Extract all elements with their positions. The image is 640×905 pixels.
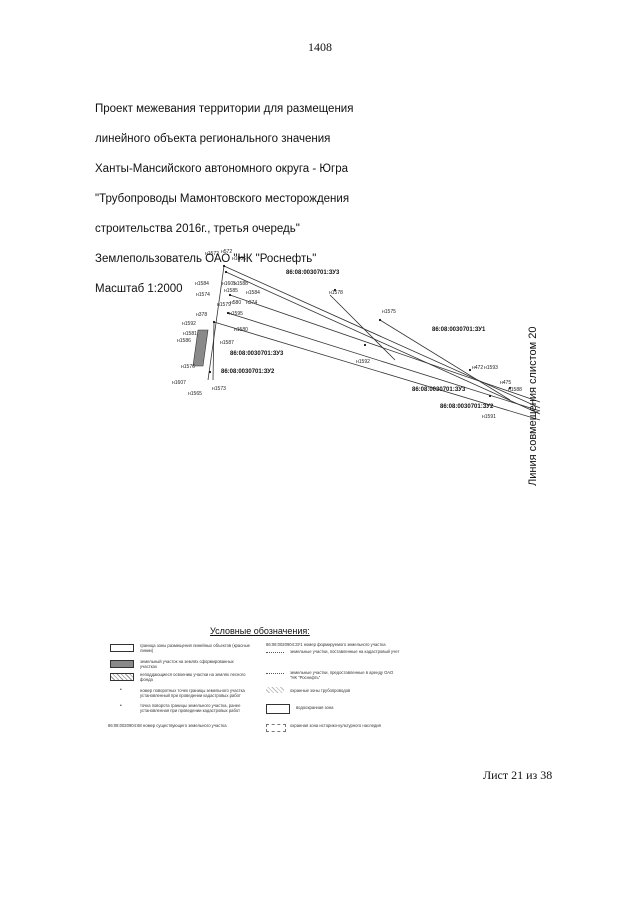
- point-label: н572: [221, 249, 232, 255]
- point-label: н1591: [482, 414, 496, 420]
- boundary-point: [333, 288, 337, 292]
- corridor-line-bottom: [213, 321, 541, 421]
- point-label: н1588: [234, 281, 248, 287]
- point-labels: н1572 н572 н1606 н1584 н1605 н1588 н1585…: [172, 249, 522, 420]
- point-label: н1587: [220, 340, 234, 346]
- corridor-line-diag-2: [379, 319, 511, 401]
- boundary-point: [222, 264, 226, 268]
- legend-swatch-registered: [266, 652, 284, 653]
- legend-swatch-zone: [110, 644, 134, 652]
- title-line: Масштаб 1:2000: [95, 283, 183, 295]
- legend-item: 86:08:0020904:ЗУ1 номер формируемого зем…: [266, 642, 386, 647]
- boundary-point: [488, 394, 492, 398]
- title-line: линейного объекта регионального значения: [95, 133, 331, 145]
- legend-item: 86:08:0020904:68 номер существующего зем…: [108, 723, 227, 728]
- legend-swatch-heritage-zone: [266, 724, 286, 732]
- legend-item: земельные участки, поставленные на кадас…: [290, 649, 400, 654]
- title-line: Проект межевания территории для размещен…: [95, 103, 354, 115]
- corridor-line-upper: [223, 265, 541, 409]
- title-line: "Трубопроводы Мамонтовского месторождени…: [95, 193, 350, 205]
- point-label: н1580: [234, 327, 248, 333]
- point-label: н1585: [224, 288, 238, 294]
- boundary-point: [208, 370, 212, 374]
- legend-item: водоохранная зона: [296, 705, 334, 710]
- legend-title: Условные обозначения:: [210, 626, 310, 636]
- project-title: Проект межевания территории для размещен…: [95, 87, 395, 312]
- point-label: н1588: [508, 387, 522, 393]
- boundary-point: [378, 318, 382, 322]
- legend-swatch-lease: [266, 673, 284, 674]
- corridor-line-diag: [329, 294, 396, 361]
- point-label: н374: [246, 300, 257, 306]
- point-label: н1574: [196, 292, 210, 298]
- point-label: н1607: [172, 380, 186, 386]
- legend-item: охранные зоны трубопроводов: [290, 688, 351, 693]
- legend-item-symbol: •: [120, 703, 122, 709]
- boundary-point: [468, 368, 472, 372]
- corridor-line-left-2: [212, 321, 215, 381]
- point-label: н1584: [195, 281, 209, 287]
- plot-label: 86:08:0030701:ЗУ3: [286, 270, 340, 276]
- boundary-point: [224, 270, 228, 274]
- legend: граница зоны размещения линейных объекто…: [108, 640, 428, 740]
- legend-swatch-plot: [110, 660, 134, 668]
- point-label: н1606: [232, 256, 246, 262]
- page-number: 1408: [308, 40, 332, 54]
- point-label: н472: [472, 365, 483, 371]
- legend-item-symbol: •: [120, 687, 122, 693]
- allotted-plot: [192, 329, 209, 367]
- corridor-line-lower: [227, 312, 541, 412]
- corridor-line-mid: [229, 294, 541, 403]
- boundary-point: [228, 293, 232, 297]
- point-label: н1581: [183, 331, 197, 337]
- legend-item: граница зоны размещения линейных объекто…: [140, 643, 250, 653]
- title-line: Ханты-Мансийского автономного округа - Ю…: [95, 163, 348, 175]
- legend-item: неподдающиеся освоению участки на землях…: [140, 672, 246, 682]
- legend-swatch-forest: [110, 673, 134, 681]
- point-label: н1579: [217, 302, 231, 308]
- point-label: н1572: [205, 251, 219, 257]
- plot-label: 86:08:0030701:ЗУ1: [432, 327, 486, 333]
- boundary-points: [208, 264, 512, 398]
- title-line: Землепользователь ОАО "НК "Роснефть": [95, 253, 317, 265]
- boundary-point: [212, 320, 216, 324]
- point-label: н1576: [181, 364, 195, 370]
- point-label: н1578: [329, 290, 343, 296]
- legend-item: номер поворотных точек границы земельног…: [140, 688, 245, 698]
- plot-label: 86:08:0030701:ЗУ3: [412, 387, 466, 393]
- point-label: н1605: [222, 281, 236, 287]
- point-label: н1593: [484, 365, 498, 371]
- point-label: н580: [230, 300, 241, 306]
- corridor-line-left: [207, 265, 225, 381]
- plot-label: 86:08:0030701:ЗУ3: [230, 351, 284, 357]
- corridor-line-upper-2: [225, 271, 541, 415]
- boundary-point: [226, 311, 230, 315]
- legend-item: земельный участок на землях сформированн…: [140, 659, 234, 669]
- point-label: н1575: [382, 309, 396, 315]
- point-label: н1584: [246, 290, 260, 296]
- point-label: н378: [196, 312, 207, 318]
- plot-label: 86:08:0030701:ЗУ2: [440, 404, 494, 410]
- boundary-point: [363, 343, 367, 347]
- legend-item: земельные участки, предоставленные в аре…: [290, 670, 394, 680]
- sheet-footer: Лист 21 из 38: [483, 768, 553, 782]
- legend-swatch-water-zone: [266, 704, 290, 714]
- point-label: н1573: [212, 386, 226, 392]
- title-line: строительства 2016г., третья очередь": [95, 223, 300, 235]
- legend-item: охранная зона историко-культурного насле…: [290, 723, 381, 728]
- legend-swatch-pipeline-zone: [266, 687, 284, 693]
- point-label: н1592: [356, 359, 370, 365]
- point-label: н1595: [229, 311, 243, 317]
- point-label: н1586: [177, 338, 191, 344]
- legend-item: точка поворота границы земельного участк…: [140, 703, 241, 713]
- point-label: н1565: [188, 391, 202, 397]
- corridor-lines: [207, 265, 541, 421]
- plot-label: 86:08:0030701:ЗУ2: [221, 369, 275, 375]
- point-label: н475: [500, 380, 511, 386]
- point-label: н1592: [182, 321, 196, 327]
- boundary-point: [508, 386, 512, 390]
- join-line-label: Линия совмещения слистом 20: [527, 326, 539, 486]
